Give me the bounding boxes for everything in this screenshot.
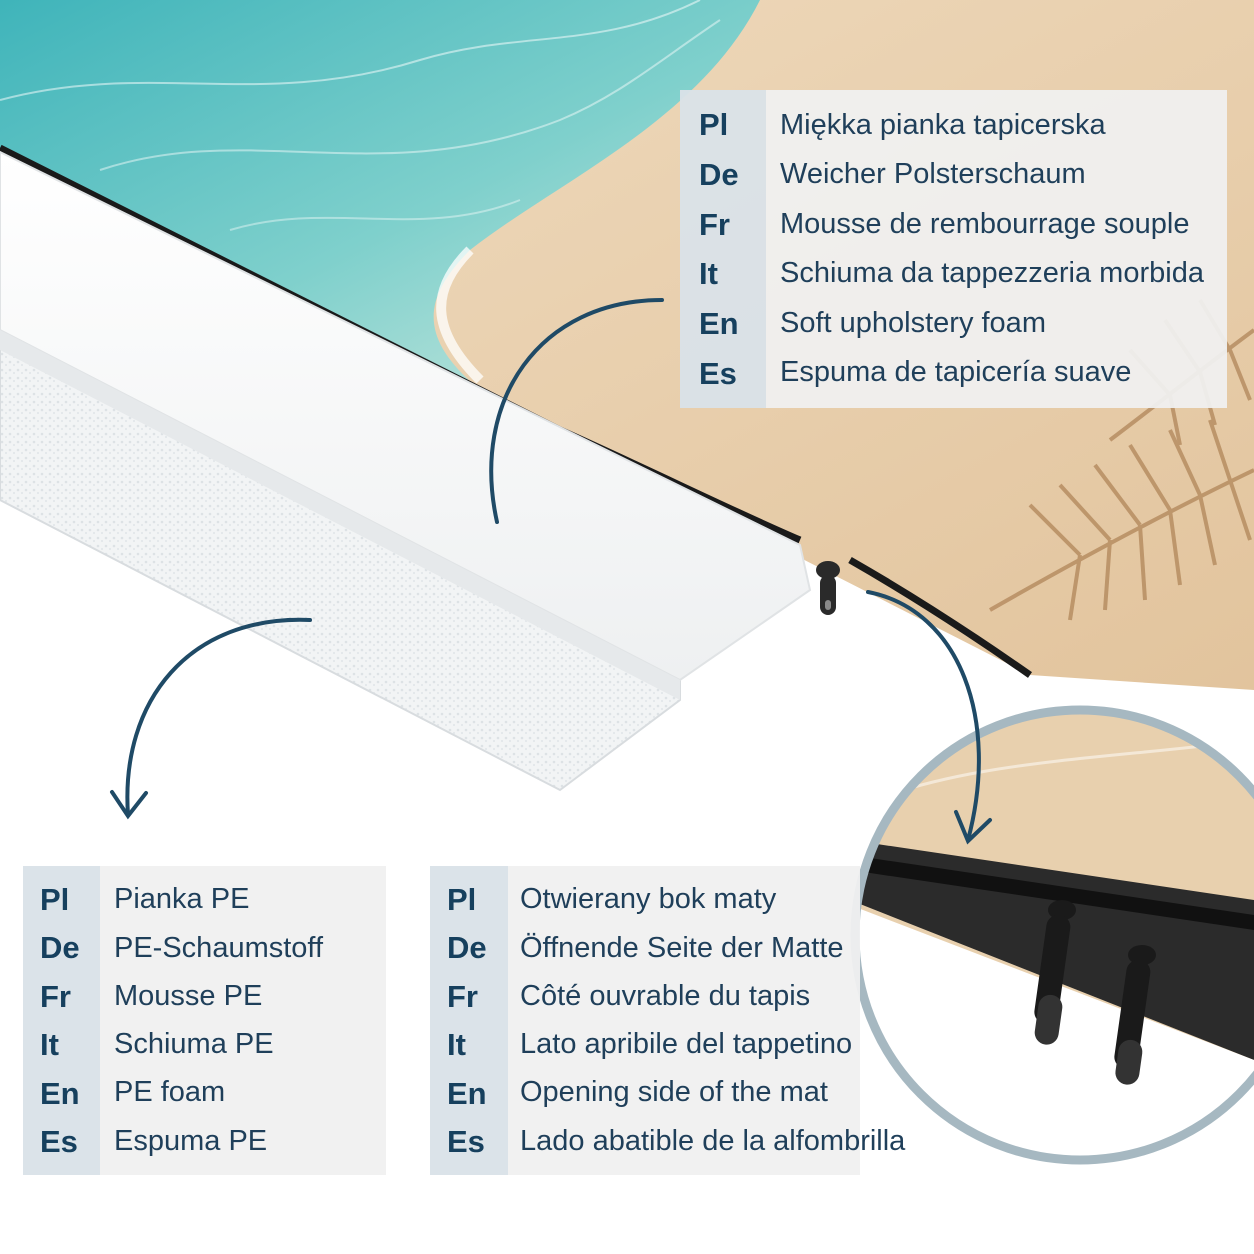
translation-text: Otwierany bok maty xyxy=(520,883,777,916)
language-code: Es xyxy=(40,1124,78,1160)
translation-text: Miękka pianka tapicerska xyxy=(780,108,1106,141)
translations-column: Miękka pianka tapicerska Weicher Polster… xyxy=(766,90,1227,408)
language-code: It xyxy=(447,1027,466,1063)
language-codes-column: Pl De Fr It En Es xyxy=(430,866,508,1175)
language-code: Es xyxy=(699,356,737,392)
translation-text: Öffnende Seite der Matte xyxy=(520,931,844,964)
language-code: Es xyxy=(447,1124,485,1160)
translation-text: Mousse de rembourrage souple xyxy=(780,207,1190,240)
translation-text: Côté ouvrable du tapis xyxy=(520,979,811,1012)
translation-text: Pianka PE xyxy=(114,883,250,916)
zipper-zoom-inset xyxy=(855,710,1254,1160)
language-codes-column: Pl De Fr It En Es xyxy=(23,866,100,1175)
mat-edge-piping xyxy=(848,556,1033,678)
wave-line xyxy=(99,19,721,171)
translation-text: Espuma de tapicería suave xyxy=(780,356,1132,389)
mat-sea-surface xyxy=(0,0,760,390)
language-code: It xyxy=(40,1027,59,1063)
language-code: En xyxy=(40,1075,80,1111)
upholstery-foam-layer xyxy=(0,150,812,682)
translation-text: PE-Schaumstoff xyxy=(114,931,324,964)
language-code: En xyxy=(699,306,739,342)
translation-text: Weicher Polsterschaum xyxy=(780,158,1086,191)
zipper-icon xyxy=(1034,900,1156,1085)
language-code: Fr xyxy=(447,978,478,1014)
translation-text: Schiuma da tappezzeria morbida xyxy=(780,257,1204,290)
translations-column: Pianka PE PE-Schaumstoff Mousse PE Schiu… xyxy=(100,866,386,1175)
translation-text: Soft upholstery foam xyxy=(780,306,1046,339)
translations-column: Otwierany bok maty Öffnende Seite der Ma… xyxy=(508,866,905,1175)
language-code: Pl xyxy=(447,881,477,917)
arrow-icon xyxy=(110,298,992,845)
translation-text: Opening side of the mat xyxy=(520,1076,828,1109)
translation-text: Mousse PE xyxy=(114,979,263,1012)
language-code: De xyxy=(447,930,487,966)
wave-line xyxy=(229,199,521,231)
language-code: Pl xyxy=(40,881,70,917)
wave-line xyxy=(0,0,701,101)
translation-text: Lado abatible de la alfombrilla xyxy=(520,1124,906,1157)
language-code: De xyxy=(699,156,739,192)
opening-side-label-table: Pl De Fr It En Es Otwierany bok maty Öff… xyxy=(430,866,905,1175)
language-code: De xyxy=(40,930,80,966)
zipper-icon xyxy=(816,561,840,615)
language-code: It xyxy=(699,256,718,292)
translation-text: Espuma PE xyxy=(114,1124,268,1157)
language-code: Fr xyxy=(40,978,71,1014)
pe-foam-label-table: Pl De Fr It En Es Pianka PE PE-Schaumsto… xyxy=(23,866,386,1175)
language-codes-column: Pl De Fr It En Es xyxy=(680,90,766,408)
translation-text: PE foam xyxy=(114,1076,226,1109)
surf-foam xyxy=(436,246,484,384)
upholstery-foam-side xyxy=(0,330,680,700)
language-code: Fr xyxy=(699,206,730,242)
language-code: En xyxy=(447,1075,487,1111)
translation-text: Schiuma PE xyxy=(114,1028,274,1061)
language-code: Pl xyxy=(699,106,729,142)
translation-text: Lato apribile del tappetino xyxy=(520,1028,853,1061)
upholstery-foam-label-table: Pl De Fr It En Es Miękka pianka tapicers… xyxy=(680,90,1227,408)
